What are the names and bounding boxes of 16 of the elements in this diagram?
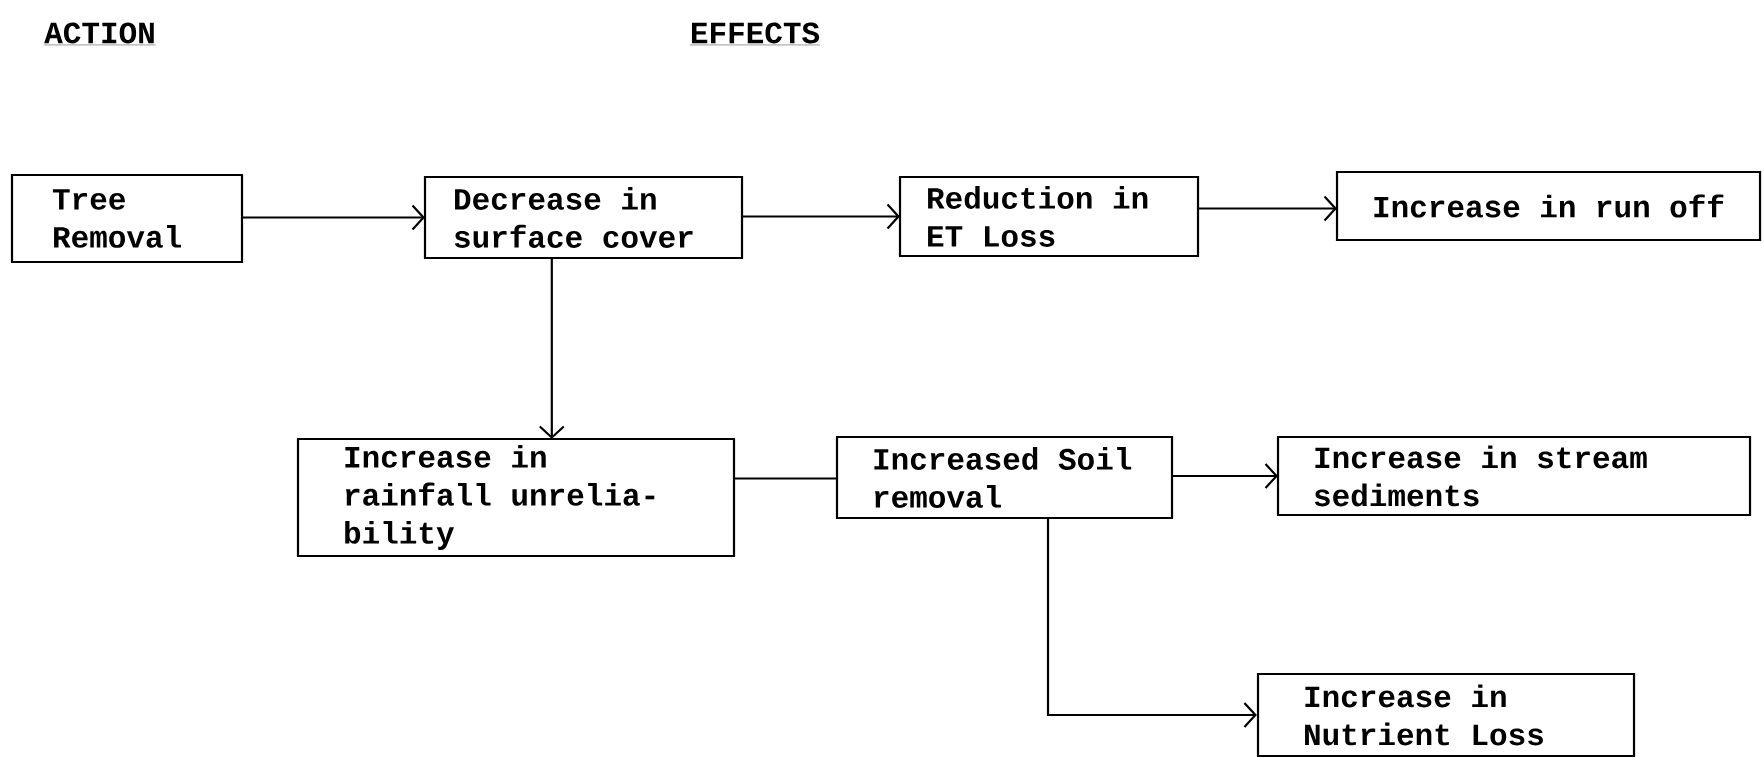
process-box: Decrease in surface cover xyxy=(423,175,744,260)
process-box: Increase in run off xyxy=(1335,170,1762,242)
arrow xyxy=(742,203,900,230)
process-box: Reduction in ET Loss xyxy=(898,175,1200,258)
arrow xyxy=(242,204,425,231)
process-box: Increased Soil removal xyxy=(835,435,1174,520)
process-box: Increase in Nutrient Loss xyxy=(1256,672,1636,758)
arrow xyxy=(1198,195,1337,222)
arrow xyxy=(1046,518,1257,728)
process-box: Increase in stream sediments xyxy=(1276,435,1752,517)
process-box: Tree Removal xyxy=(10,173,244,264)
process-box: Increase in rainfall unrelia- bility xyxy=(296,437,736,558)
column-heading: ACTION xyxy=(44,22,156,46)
column-heading: EFFECTS xyxy=(689,22,821,46)
arrow xyxy=(1172,463,1278,489)
arrow xyxy=(539,258,565,439)
